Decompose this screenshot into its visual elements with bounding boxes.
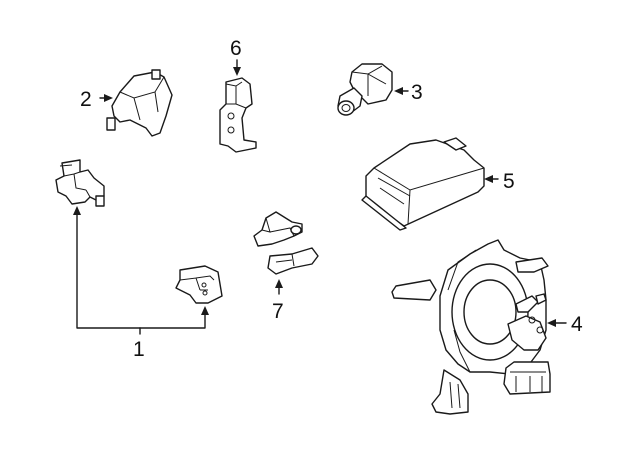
callout-2: 2 xyxy=(80,88,92,111)
callout-4: 4 xyxy=(571,313,583,336)
callout-6: 6 xyxy=(230,37,242,60)
callout-3: 3 xyxy=(411,81,423,104)
part-1-sensor-upper xyxy=(55,159,105,207)
part-1-sensor-lower xyxy=(175,265,223,304)
callout-5: 5 xyxy=(503,170,515,193)
part-3-sensor xyxy=(337,63,409,116)
callout-1-leader xyxy=(73,206,209,335)
part-7-sensor xyxy=(253,211,319,295)
part-4-clockspring xyxy=(391,239,567,415)
callout-1: 1 xyxy=(133,338,145,361)
callout-7: 7 xyxy=(272,300,284,323)
part-5-module xyxy=(361,137,499,231)
part-2-sensor xyxy=(99,69,173,137)
part-6-sensor xyxy=(219,59,257,153)
